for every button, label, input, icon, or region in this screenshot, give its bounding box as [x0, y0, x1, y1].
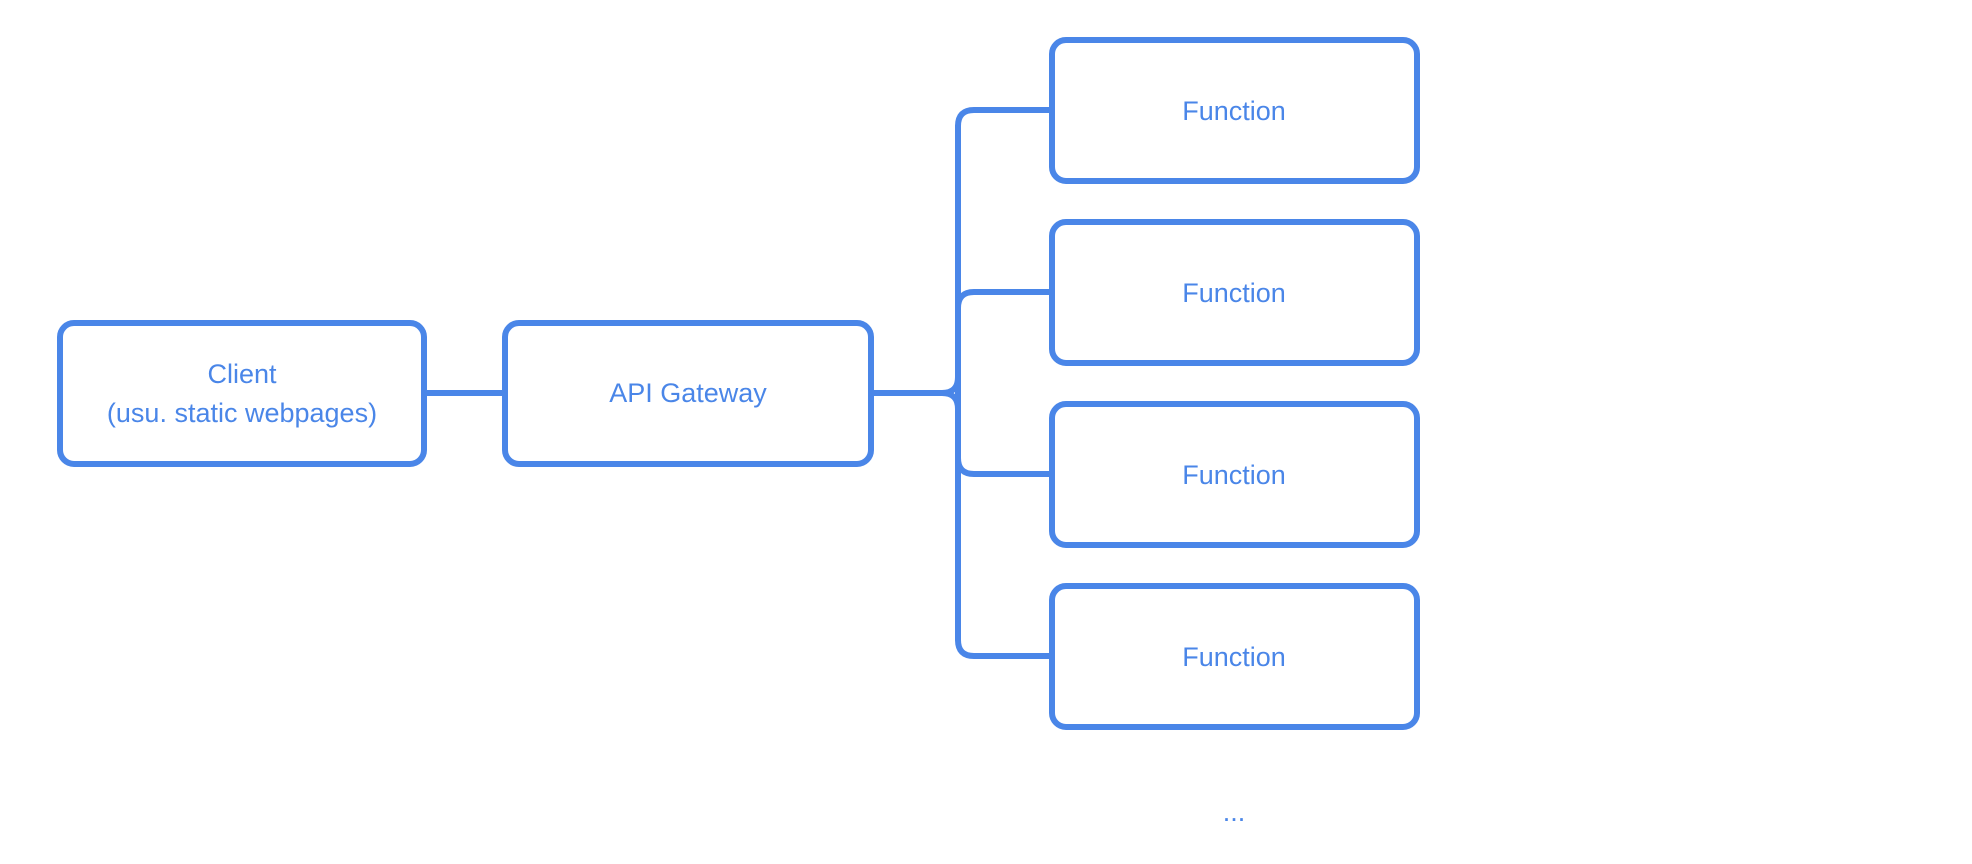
function-node-2: Function	[1049, 219, 1420, 366]
branch-function-2	[955, 289, 1053, 311]
client-sublabel: (usu. static webpages)	[107, 398, 377, 428]
client-label: Client	[207, 359, 277, 389]
function-label: Function	[1182, 278, 1286, 308]
function-node-1: Function	[1049, 37, 1420, 184]
function-box	[1049, 583, 1420, 730]
api-gateway-box	[502, 320, 874, 467]
api-gateway-node: API Gateway	[502, 320, 874, 467]
function-box	[1049, 37, 1420, 184]
api-gateway-label: API Gateway	[609, 378, 767, 408]
function-node-3: Function	[1049, 401, 1420, 548]
branch-function-3	[955, 455, 1053, 477]
client-box	[57, 320, 427, 467]
function-label: Function	[1182, 460, 1286, 490]
function-label: Function	[1182, 642, 1286, 672]
branch-function-4	[955, 637, 1053, 659]
connectors	[420, 107, 1053, 659]
client-node: Client (usu. static webpages)	[57, 320, 427, 467]
function-box	[1049, 401, 1420, 548]
branch-function-1	[955, 107, 1053, 129]
function-label: Function	[1182, 96, 1286, 126]
function-node-4: Function	[1049, 583, 1420, 730]
more-functions-ellipsis: ...	[1223, 797, 1246, 827]
function-box	[1049, 219, 1420, 366]
